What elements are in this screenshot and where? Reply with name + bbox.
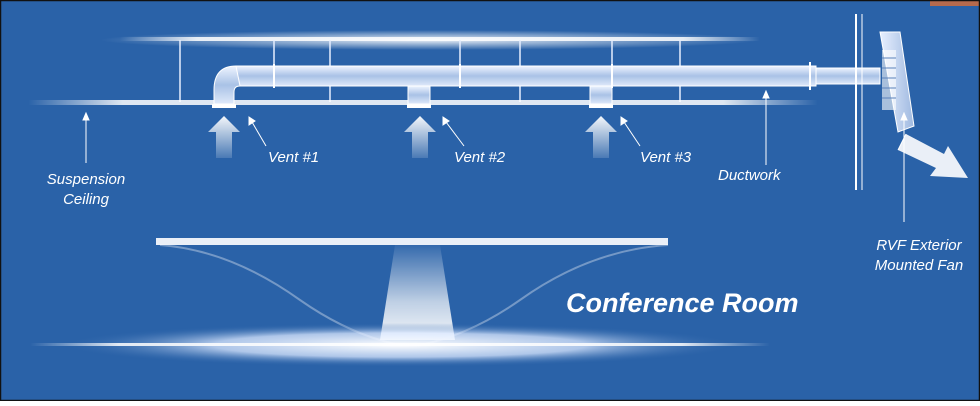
exhaust-arrow-icon (897, 133, 968, 178)
ductwork-label: Ductwork (718, 167, 782, 184)
vent-2-label: Vent #2 (454, 149, 506, 166)
room-title: Conference Room (566, 288, 799, 318)
exterior-wall (855, 14, 863, 190)
corner-tab (930, 0, 980, 6)
fan-icon (879, 31, 915, 133)
arrow-up-icon (585, 116, 617, 158)
vent-1-label: Vent #1 (268, 149, 319, 166)
air-jet (380, 245, 455, 340)
suspension-ceiling-label: Suspension (47, 171, 125, 188)
arrow-up-icon (404, 116, 436, 158)
suspension-ceiling-label-2: Ceiling (63, 191, 110, 208)
plenum-line (120, 37, 760, 41)
arrow-up-icon (208, 116, 240, 158)
leader-lines (82, 89, 908, 222)
vent-3-label: Vent #3 (640, 149, 692, 166)
fan-label-2: Mounted Fan (875, 257, 963, 274)
ductwork (213, 62, 881, 105)
diffuser-bar (156, 238, 668, 245)
fan-label: RVF Exterior (876, 237, 962, 254)
vent-grilles (212, 104, 613, 108)
floor-line (30, 343, 770, 346)
